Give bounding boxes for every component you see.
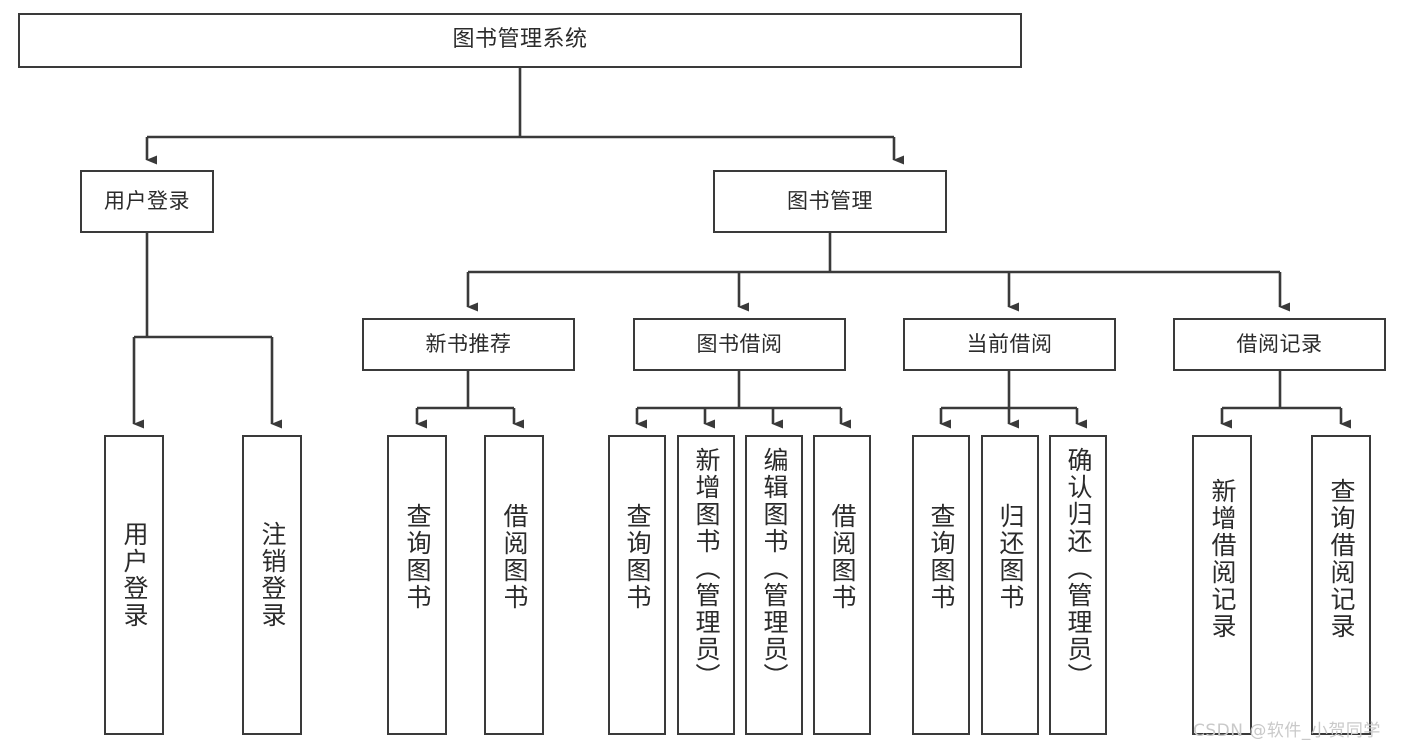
node-label: 用户登录 [120, 521, 149, 629]
node-borrow-record[interactable]: 借阅记录 [1173, 318, 1386, 371]
leaf-borrow-add-book-admin[interactable]: 新增图书（管理员） [677, 435, 735, 735]
node-label: 新增图书（管理员） [692, 447, 721, 690]
node-user-login[interactable]: 用户登录 [80, 170, 214, 233]
node-label: 确认归还（管理员） [1064, 447, 1093, 690]
node-label: 查询图书 [403, 503, 432, 611]
node-label: 查询图书 [623, 503, 652, 611]
leaf-current-query-book[interactable]: 查询图书 [912, 435, 970, 735]
leaf-user-login-login[interactable]: 用户登录 [104, 435, 164, 735]
node-label: 查询借阅记录 [1327, 478, 1356, 640]
leaf-borrow-borrow-book[interactable]: 借阅图书 [813, 435, 871, 735]
node-label: 新书推荐 [425, 331, 512, 356]
node-book-borrow[interactable]: 图书借阅 [633, 318, 846, 371]
node-label: 图书借阅 [696, 331, 783, 356]
node-label: 归还图书 [996, 503, 1025, 611]
leaf-record-add-record[interactable]: 新增借阅记录 [1192, 435, 1252, 735]
node-label: 借阅记录 [1236, 331, 1323, 356]
node-label: 查询图书 [927, 503, 956, 611]
leaf-current-confirm-return-admin[interactable]: 确认归还（管理员） [1049, 435, 1107, 735]
leaf-new-book-query[interactable]: 查询图书 [387, 435, 447, 735]
node-label: 当前借阅 [966, 331, 1053, 356]
leaf-record-query-record[interactable]: 查询借阅记录 [1311, 435, 1371, 735]
leaf-borrow-query-book[interactable]: 查询图书 [608, 435, 666, 735]
node-label: 图书管理 [787, 188, 873, 213]
node-label: 注销登录 [258, 521, 287, 629]
node-label: 编辑图书（管理员） [760, 447, 789, 690]
watermark-text: CSDN @软件_小贺同学 [1193, 721, 1381, 741]
node-book-management[interactable]: 图书管理 [713, 170, 947, 233]
node-current-borrow[interactable]: 当前借阅 [903, 318, 1116, 371]
node-label: 用户登录 [104, 188, 190, 213]
node-label: 借阅图书 [500, 503, 529, 611]
leaf-new-book-borrow[interactable]: 借阅图书 [484, 435, 544, 735]
node-label: 借阅图书 [828, 503, 857, 611]
leaf-current-return-book[interactable]: 归还图书 [981, 435, 1039, 735]
node-root-system[interactable]: 图书管理系统 [18, 13, 1022, 68]
leaf-borrow-edit-book-admin[interactable]: 编辑图书（管理员） [745, 435, 803, 735]
node-label: 图书管理系统 [452, 27, 588, 53]
node-new-book-recommend[interactable]: 新书推荐 [362, 318, 575, 371]
node-label: 新增借阅记录 [1208, 478, 1237, 640]
leaf-user-login-logout[interactable]: 注销登录 [242, 435, 302, 735]
